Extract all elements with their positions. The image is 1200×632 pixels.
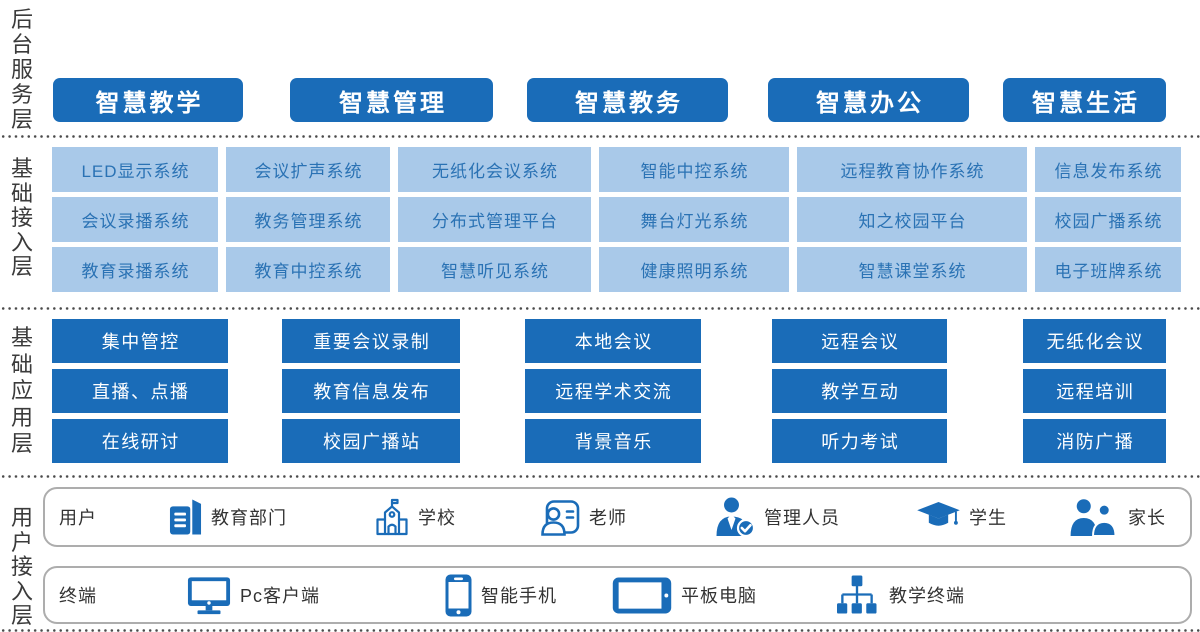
terminal-item-label: 智能手机 [481,586,557,606]
school-icon [376,498,408,536]
application-column: 远程会议 教学互动 听力考试 [772,319,947,463]
user-item-label: 家长 [1128,508,1166,528]
system-box: 舞台灯光系统 [599,197,789,242]
application-box: 本地会议 [525,319,701,363]
application-box: 无纸化会议 [1023,319,1166,363]
system-box: 智能中控系统 [599,147,789,192]
system-box: 会议录播系统 [52,197,218,242]
parents-icon [1070,499,1117,537]
student-icon [917,502,960,526]
user-item-label: 老师 [589,508,627,528]
user-parents: 家长 [1069,489,1166,545]
pc-icon [187,576,231,614]
users-container: 用户 教育部门 学校 [43,487,1192,547]
dotted-separator [0,135,1200,138]
admin-icon [716,497,755,537]
application-box: 背景音乐 [525,419,701,463]
application-box: 集中管控 [52,319,228,363]
user-admin-staff: 管理人员 [715,489,840,545]
dotted-separator [0,475,1200,478]
system-box: 教务管理系统 [226,197,390,242]
category-smart-academic-affairs: 智慧教务 [527,78,728,122]
category-smart-life: 智慧生活 [1003,78,1166,122]
application-box: 教育信息发布 [282,369,460,413]
terminal-pc-client: Pc客户端 [187,568,320,622]
dotted-separator [0,629,1200,632]
education-department-icon [169,499,202,535]
application-box: 直播、点播 [52,369,228,413]
system-box: 无纸化会议系统 [398,147,591,192]
application-box: 教学互动 [772,369,947,413]
user-item-label: 教育部门 [211,508,287,528]
system-box: 会议扩声系统 [226,147,390,192]
teacher-icon [541,499,580,536]
system-box: 电子班牌系统 [1035,247,1181,292]
application-column: 无纸化会议 远程培训 消防广播 [1023,319,1166,463]
terminals-container: 终端 Pc客户端 智能手机 [43,566,1192,624]
terminal-item-label: 教学终端 [889,586,965,606]
layer-label-user-access: 用户接入层 [10,505,33,628]
teaching-terminal-icon [837,575,877,614]
basic-access-grid: LED显示系统 会议扩声系统 无纸化会议系统 智能中控系统 远程教育协作系统 信… [52,147,1181,292]
user-school: 学校 [375,489,456,545]
category-smart-management: 智慧管理 [290,78,493,122]
system-box: 信息发布系统 [1035,147,1181,192]
application-box: 远程会议 [772,319,947,363]
system-box: 远程教育协作系统 [797,147,1027,192]
user-student: 学生 [917,489,1007,545]
terminal-smartphone: 智能手机 [445,568,557,622]
terminal-item-label: 平板电脑 [681,586,757,606]
user-education-department: 教育部门 [169,489,287,545]
user-item-label: 学校 [418,508,456,528]
system-box: 分布式管理平台 [398,197,591,242]
application-box: 听力考试 [772,419,947,463]
application-box: 校园广播站 [282,419,460,463]
category-smart-teaching: 智慧教学 [53,78,243,122]
system-box: 健康照明系统 [599,247,789,292]
application-box: 远程学术交流 [525,369,701,413]
users-row-label: 用户 [59,508,97,528]
application-box: 在线研讨 [52,419,228,463]
smartphone-icon [445,574,472,616]
layer-label-backend-service: 后台服务层 [10,7,33,132]
category-smart-office: 智慧办公 [768,78,969,122]
user-teacher: 老师 [540,489,627,545]
user-item-label: 学生 [969,508,1007,528]
application-box: 远程培训 [1023,369,1166,413]
layer-label-basic-application: 基础应用层 [10,325,33,456]
terminal-item-label: Pc客户端 [240,586,321,606]
application-column: 重要会议录制 教育信息发布 校园广播站 [282,319,460,463]
user-item-label: 管理人员 [764,508,840,528]
application-box: 消防广播 [1023,419,1166,463]
system-box: 智慧听见系统 [398,247,591,292]
application-column: 集中管控 直播、点播 在线研讨 [52,319,228,463]
system-box: 智慧课堂系统 [797,247,1027,292]
system-box: 教育中控系统 [226,247,390,292]
system-box: 教育录播系统 [52,247,218,292]
terminals-row-label: 终端 [59,586,97,606]
application-column: 本地会议 远程学术交流 背景音乐 [525,319,701,463]
system-box: 校园广播系统 [1035,197,1181,242]
system-box: 知之校园平台 [797,197,1027,242]
application-box: 重要会议录制 [282,319,460,363]
layer-label-basic-access: 基础接入层 [10,156,33,279]
terminal-tablet: 平板电脑 [612,568,757,622]
tablet-icon [612,576,672,614]
dotted-separator [0,307,1200,310]
terminal-teaching-terminal: 教学终端 [834,568,965,622]
system-box: LED显示系统 [52,147,218,192]
